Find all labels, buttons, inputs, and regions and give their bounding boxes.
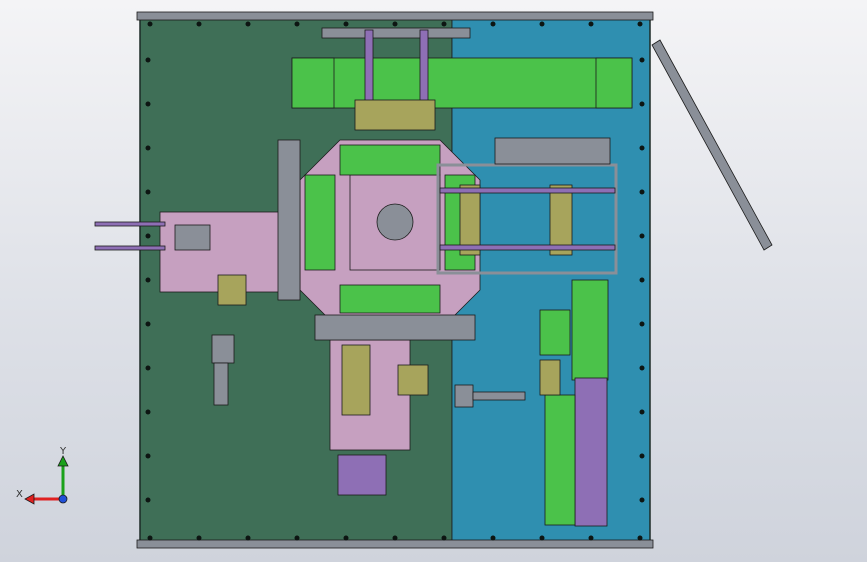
mounting-hole [639,409,645,415]
left-feeder-rod-b [94,245,166,251]
mounting-hole [441,21,447,27]
output-conveyor [539,279,609,527]
mounting-hole [441,535,447,541]
left-feeder-roller [174,224,211,251]
left-feeder [94,139,301,306]
tilted-arm-icon [651,39,773,251]
mounting-hole [490,535,496,541]
output-chute [574,377,608,527]
right-cylinder-rod [472,391,526,401]
mounting-hole [145,233,151,239]
rotary-table [299,139,481,331]
mounting-hole [145,453,151,459]
mounting-hole [145,321,151,327]
mounting-hole [639,233,645,239]
triad-y-arrow [57,455,69,467]
bottom-drive-motor [341,344,371,416]
mounting-holes [145,21,645,541]
bottom-drive-pulley [337,454,387,496]
right-gantry-rail-b [439,244,616,251]
right-gantry-frame [436,163,618,275]
mounting-hole [245,21,251,27]
mounting-hole [637,535,643,541]
mounting-hole [294,21,300,27]
mounting-hole [639,365,645,371]
bottom-drive-beam [314,314,476,341]
top-gantry-beam [321,27,471,39]
right-cylinder-block [454,384,474,408]
left-feeder-motor [217,274,247,306]
top-conveyor-end-right [595,57,633,109]
mounting-hole [639,321,645,327]
left-vertical-rail [277,139,301,301]
mounting-hole [343,21,349,27]
top-station-row [339,144,441,176]
mounting-hole [145,189,151,195]
mounting-hole [145,101,151,107]
mounting-hole [639,277,645,283]
mounting-hole [639,145,645,151]
mounting-hole [639,497,645,503]
right-gantry-carriage-a [459,184,481,256]
mounting-hole [147,21,153,27]
right-top-bracket [494,137,611,165]
mounting-hole [588,21,594,27]
bottom-drive-gearbox [397,364,429,396]
mounting-hole [539,535,545,541]
triad-x-label: X [16,489,23,500]
top-conveyor-end-left [291,57,335,109]
mounting-hole [588,535,594,541]
top-gantry-carriage [354,99,436,131]
mounting-hole [539,21,545,27]
top-conveyor [291,27,633,131]
mounting-hole [145,57,151,63]
output-conveyor-belt [571,279,609,381]
mounting-hole [343,535,349,541]
mounting-hole [147,535,153,541]
right-gantry-carriage-b [549,184,573,256]
mounting-hole [637,21,643,27]
mounting-hole [196,21,202,27]
top-conveyor-belt [291,57,633,109]
output-motor-bracket [539,309,571,356]
mounting-hole [639,101,645,107]
left-cylinder-block [211,334,235,364]
mounting-hole [639,453,645,459]
right-gantry [436,137,618,275]
left-feeder-rod-a [94,221,166,227]
bottom-drive [211,314,526,496]
mounting-hole [196,535,202,541]
mounting-hole [145,277,151,283]
bottom-rail [136,539,654,549]
mounting-hole [490,21,496,27]
right-gantry-rail-a [439,187,616,194]
mounting-hole [145,365,151,371]
top-rail [136,11,654,21]
left-cylinder-rod [213,362,229,406]
mounting-hole [245,535,251,541]
output-motor [539,359,561,396]
triad-y-label: Y [59,446,67,457]
mounting-hole [145,145,151,151]
coordinate-triad-icon: Y X [16,446,69,505]
top-gantry-column-right [419,29,429,106]
mounting-hole [392,535,398,541]
rotary-hub [376,203,414,241]
tilted-arm [651,39,773,251]
left-station-column [304,174,336,271]
mounting-hole [145,409,151,415]
top-gantry-column-left [364,29,374,106]
mounting-hole [294,535,300,541]
output-chute-side [544,394,576,526]
mounting-hole [639,189,645,195]
mounting-hole [639,57,645,63]
triad-origin [58,494,68,504]
mounting-hole [145,497,151,503]
triad-x-arrow [24,493,35,505]
mounting-hole [392,21,398,27]
bottom-station-row [339,284,441,314]
